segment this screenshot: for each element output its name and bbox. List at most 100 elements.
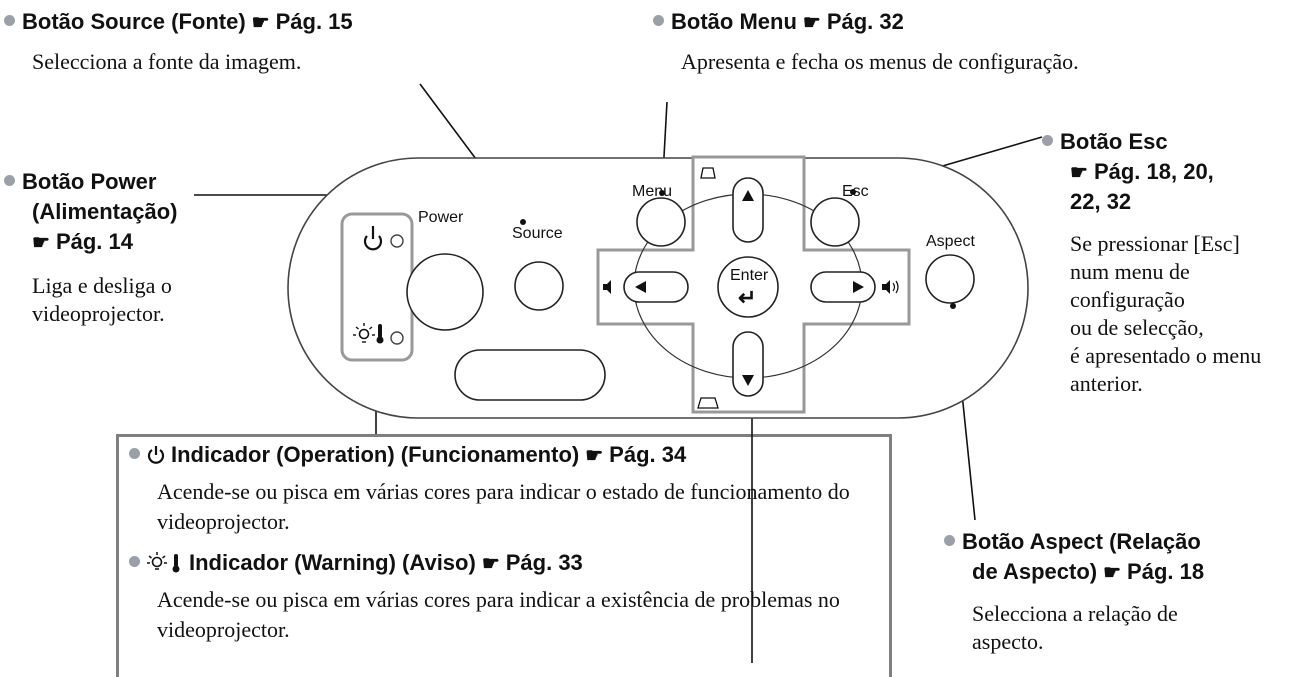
bullet-dot — [129, 556, 140, 567]
source-leader-line — [419, 83, 524, 223]
aspect-button-circle — [925, 254, 975, 304]
indicator-strip — [340, 212, 414, 362]
bullet-dot — [944, 535, 955, 546]
power-title-line2: (Alimentação) — [32, 199, 178, 224]
menu-title-text: Botão Menu — [671, 9, 797, 34]
aspect-title-line2-text: de Aspecto) — [972, 559, 1098, 584]
lamp-thermometer-icon — [147, 552, 180, 573]
indicators-info-box: Indicador (Operation) (Funcionamento)☛Pá… — [116, 434, 892, 677]
aspect-panel-label: Aspect — [926, 233, 975, 250]
power-page-ref-line: ☛Pág. 14 — [26, 228, 133, 257]
pointing-hand-icon: ☛ — [802, 12, 821, 34]
esc-button-title: Botão Esc — [1042, 128, 1168, 156]
aspect-title-line1: Botão Aspect (Relação — [962, 529, 1201, 554]
operation-lamp — [390, 234, 404, 248]
right-arrow-key — [810, 271, 876, 303]
keystone-down-icon — [697, 397, 719, 409]
bullet-dot — [653, 15, 664, 26]
power-description-line2: videoprojector. — [32, 301, 165, 326]
esc-panel-label: Esc — [842, 183, 869, 200]
left-arrow-key — [623, 271, 689, 303]
source-pointer-dot — [520, 219, 526, 225]
esc-leader-line — [852, 136, 1043, 193]
up-arrow-key — [732, 177, 764, 243]
warning-indicator-title: Indicador (Warning) (Aviso)☛Pág. 33 — [129, 549, 583, 578]
warning-indicator — [353, 323, 404, 345]
menu-button-title: Botão Menu☛Pág. 32 — [653, 8, 904, 37]
source-title-text: Botão Source (Fonte) — [22, 9, 246, 34]
operation-page-ref: Pág. 34 — [609, 442, 687, 467]
warning-page-ref: Pág. 33 — [505, 550, 583, 575]
enter-button-circle — [717, 256, 779, 318]
menu-button-circle — [636, 197, 686, 247]
receiver-slot — [454, 349, 606, 401]
arrow-pad-ring — [633, 193, 863, 379]
power-title-line1: Botão Power — [22, 169, 157, 194]
source-description: Selecciona a fonte da imagem. — [32, 49, 302, 74]
pointing-hand-icon: ☛ — [481, 553, 500, 575]
pointing-hand-icon: ☛ — [1103, 562, 1122, 584]
source-button-circle — [514, 261, 564, 311]
power-button-circle — [406, 253, 484, 331]
power-leader-line — [194, 194, 409, 200]
esc-title-text: Botão Esc — [1060, 129, 1168, 154]
volume-up-icon — [882, 280, 899, 294]
menu-panel-label: Menu — [632, 183, 672, 200]
power-description-line1: Liga e desliga o — [32, 273, 172, 298]
source-page-ref: Pág. 15 — [275, 9, 353, 34]
enter-panel-label: Enter — [730, 267, 769, 284]
bullet-dot — [4, 175, 15, 186]
arrow-pad-cross — [596, 155, 911, 414]
operation-title-text: Indicador (Operation) (Funcionamento) — [171, 442, 580, 467]
power-page-ref: Pág. 14 — [55, 229, 133, 254]
pointing-hand-icon: ☛ — [1070, 162, 1088, 184]
esc-description-line-0: Se pressionar [Esc] — [1070, 231, 1240, 256]
right-arrow-icon — [853, 281, 864, 293]
operation-indicator — [363, 226, 404, 251]
esc-page-ref-line1: ☛Pág. 18, 20, — [1064, 158, 1214, 187]
power-panel-label: Power — [418, 209, 464, 226]
aspect-description-line2: aspecto. — [972, 629, 1044, 654]
bullet-dot — [4, 15, 15, 26]
aspect-description-line1: Selecciona a relação de — [972, 601, 1178, 626]
esc-description-line-3: ou de selecção, — [1070, 315, 1204, 340]
esc-pointer-dot — [850, 189, 856, 195]
source-panel-label: Source — [512, 225, 563, 242]
down-arrow-icon — [742, 375, 754, 386]
menu-description: Apresenta e fecha os menus de configuraç… — [681, 49, 1079, 74]
warning-description: Acende-se ou pisca em várias cores para … — [157, 587, 840, 642]
operation-indicator-title: Indicador (Operation) (Funcionamento)☛Pá… — [129, 441, 686, 470]
aspect-title-line2: de Aspecto)☛Pág. 18 — [972, 558, 1204, 587]
warning-lamp — [390, 331, 404, 345]
keystone-up-icon — [700, 167, 716, 179]
pointing-hand-icon: ☛ — [585, 445, 604, 467]
pointing-hand-icon: ☛ — [32, 232, 50, 254]
esc-page-ref-line2: 22, 32 — [1070, 189, 1132, 214]
menu-leader-line — [661, 101, 668, 194]
down-arrow-key — [732, 331, 764, 397]
esc-description-line-4: é apresentado o menu — [1070, 343, 1262, 368]
esc-description-line-5: anterior. — [1070, 371, 1143, 396]
esc-description-line-1: num menu de — [1070, 259, 1190, 284]
pointing-hand-icon: ☛ — [251, 12, 270, 34]
esc-page-ref-1: Pág. 18, 20, — [1093, 159, 1214, 184]
aspect-button-title: Botão Aspect (Relação — [944, 528, 1201, 556]
menu-pointer-dot — [659, 190, 665, 196]
enter-arrow-icon: ↵ — [738, 285, 756, 310]
warning-title-text: Indicador (Warning) (Aviso) — [189, 550, 476, 575]
menu-page-ref: Pág. 32 — [826, 9, 904, 34]
left-arrow-icon — [635, 281, 646, 293]
bullet-dot — [1042, 135, 1053, 146]
power-symbol-icon — [147, 446, 165, 464]
esc-button-circle — [810, 197, 860, 247]
operation-description: Acende-se ou pisca em várias cores para … — [157, 479, 850, 534]
volume-down-icon — [603, 280, 611, 294]
aspect-page-ref: Pág. 18 — [1127, 559, 1205, 584]
panel-outline — [287, 157, 1029, 419]
esc-description-line-2: configuração — [1070, 287, 1185, 312]
source-button-title: Botão Source (Fonte)☛Pág. 15 — [4, 8, 353, 37]
aspect-pointer-dot — [950, 303, 956, 309]
up-arrow-icon — [742, 190, 754, 201]
aspect-leader-line — [952, 305, 976, 521]
bullet-dot — [129, 448, 140, 459]
